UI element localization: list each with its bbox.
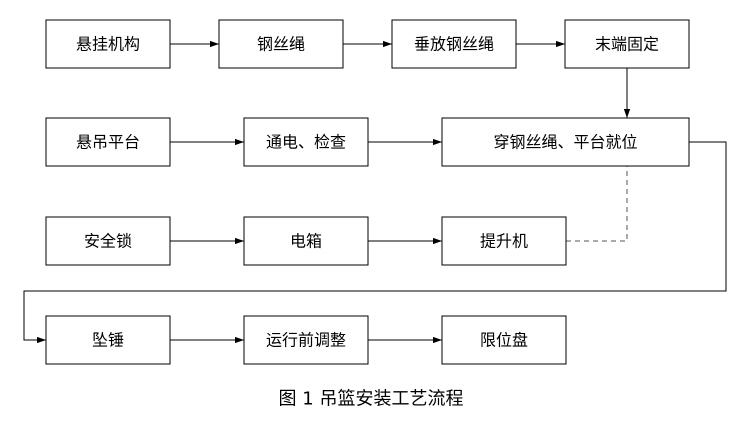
node-n5-label: 悬吊平台	[76, 133, 140, 152]
edges	[23, 40, 727, 344]
node-n2: 钢丝绳	[218, 19, 344, 69]
node-n9-label: 电箱	[290, 232, 322, 251]
node-n13-label: 限位盘	[480, 331, 528, 350]
node-n11-label: 坠锤	[92, 331, 124, 350]
node-n13: 限位盘	[441, 315, 567, 365]
node-n10: 提升机	[441, 216, 567, 266]
edge-n7-n11	[23, 141, 727, 344]
node-n4: 末端固定	[564, 19, 690, 69]
figure-caption: 图 1 吊篮安装工艺流程	[279, 389, 464, 410]
node-n7: 穿钢丝绳、平台就位	[441, 117, 690, 167]
node-n9: 电箱	[243, 216, 369, 266]
nodes: 悬挂机构 钢丝绳 垂放钢丝绳 末端固定 悬吊平台 通电、检查 穿钢丝绳、平台就位	[45, 19, 690, 365]
node-n6: 通电、检查	[243, 117, 369, 167]
node-n11: 坠锤	[45, 315, 171, 365]
node-n4-label: 末端固定	[595, 35, 659, 54]
node-n10-label: 提升机	[480, 232, 528, 251]
node-n8: 安全锁	[45, 216, 171, 266]
node-n1: 悬挂机构	[45, 19, 171, 69]
node-n5: 悬吊平台	[45, 117, 171, 167]
node-n12: 运行前调整	[243, 315, 369, 365]
edge-n10-n7	[566, 166, 628, 242]
node-n3-label: 垂放钢丝绳	[414, 35, 494, 54]
node-n2-label: 钢丝绳	[257, 35, 305, 54]
node-n12-label: 运行前调整	[266, 331, 346, 350]
node-n7-label: 穿钢丝绳、平台就位	[493, 133, 637, 152]
node-n6-label: 通电、检查	[266, 133, 346, 152]
node-n8-label: 安全锁	[84, 232, 132, 251]
node-n3: 垂放钢丝绳	[391, 19, 517, 69]
node-n1-label: 悬挂机构	[76, 35, 140, 54]
